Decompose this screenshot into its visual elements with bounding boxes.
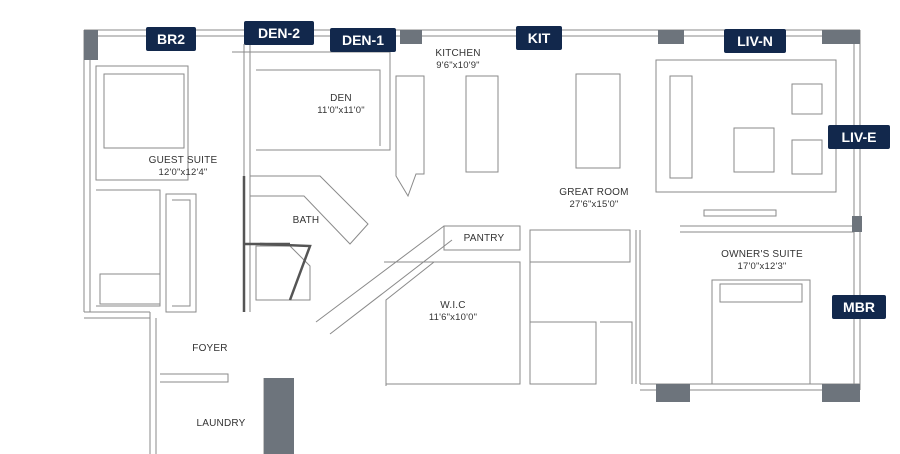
guest-bed [103,73,185,149]
room-name: GUEST SUITE [148,155,218,166]
diagonal-hall [315,225,453,335]
armchair-1 [791,83,823,115]
column-block [852,216,862,232]
tag-br2[interactable]: BR2 [146,27,196,51]
room-name: LAUNDRY [196,418,246,429]
room-name: KITCHEN [435,48,481,59]
column-block [822,384,860,402]
room-name: FOYER [192,343,228,354]
room-wic: W.I.C 11'6"x10'0" [420,300,486,324]
kitchen-counter [395,75,425,198]
room-great-room: GREAT ROOM 27'6"x15'0" [552,187,636,211]
room-name: GREAT ROOM [559,187,629,198]
guest-suite-wall [95,65,189,181]
sofa [669,75,693,179]
room-guest-suite: GUEST SUITE 12'0"x12'4" [140,155,226,179]
shower [255,245,311,301]
wic-wall [384,261,521,386]
column-block [84,30,98,60]
room-dimensions: 9'6"x10'9" [436,60,480,71]
master-bed [711,279,811,385]
tag-den-1[interactable]: DEN-1 [330,28,396,52]
den-wall [232,51,391,151]
room-name: W.I.C [440,300,466,311]
den-inner [256,69,381,146]
master-shower [529,321,633,385]
room-name: OWNER'S SUITE [721,249,803,260]
room-kitchen: KITCHEN 9'6"x10'9" [426,48,490,72]
tag-mbr[interactable]: MBR [832,295,886,319]
tag-liv-e[interactable]: LIV-E [828,125,890,149]
column-block [264,378,294,454]
room-name: DEN [330,93,352,104]
master-headboard [719,283,803,303]
room-owners-suite: OWNER'S SUITE 17'0"x12'3" [714,249,810,273]
room-den: DEN 11'0"x11'0" [306,93,376,117]
guest-bath-wall [96,189,161,307]
exterior-wall-right [853,30,861,390]
tag-kit[interactable]: KIT [516,26,562,50]
foyer-wall [149,312,271,454]
room-name: BATH [292,215,320,226]
laundry-wall [160,373,229,383]
exterior-wall-left [83,30,91,312]
tv-console [703,209,777,217]
room-dimensions: 11'0"x11'0" [317,105,365,116]
room-name: PANTRY [463,233,505,244]
interior-wall-dark [259,242,312,301]
column-block [822,30,860,44]
dining-table [575,73,621,169]
guest-tub [99,273,161,305]
room-bath: BATH [288,215,324,227]
exterior-wall-bottom [84,311,860,391]
tag-liv-n[interactable]: LIV-N [724,29,786,53]
room-dimensions: 12'0"x12'4" [158,167,208,178]
kitchen-island [465,75,499,173]
column-block [400,30,422,44]
room-dimensions: 11'6"x10'0" [428,312,478,323]
room-pantry: PANTRY [454,233,514,245]
bath-wall [250,175,369,245]
guest-closet [165,193,197,313]
column-block [658,30,684,44]
room-dimensions: 27'6"x15'0" [569,199,619,210]
vanity [529,229,641,384]
armchair-2 [791,139,823,175]
pantry-wall [443,225,521,251]
room-laundry: LAUNDRY [190,418,252,430]
coffee-table [733,127,775,173]
room-foyer: FOYER [186,343,234,355]
column-block [656,384,690,402]
owners-wall [680,225,854,233]
tag-den-2[interactable]: DEN-2 [244,21,314,45]
room-dimensions: 17'0"x12'3" [737,261,787,272]
